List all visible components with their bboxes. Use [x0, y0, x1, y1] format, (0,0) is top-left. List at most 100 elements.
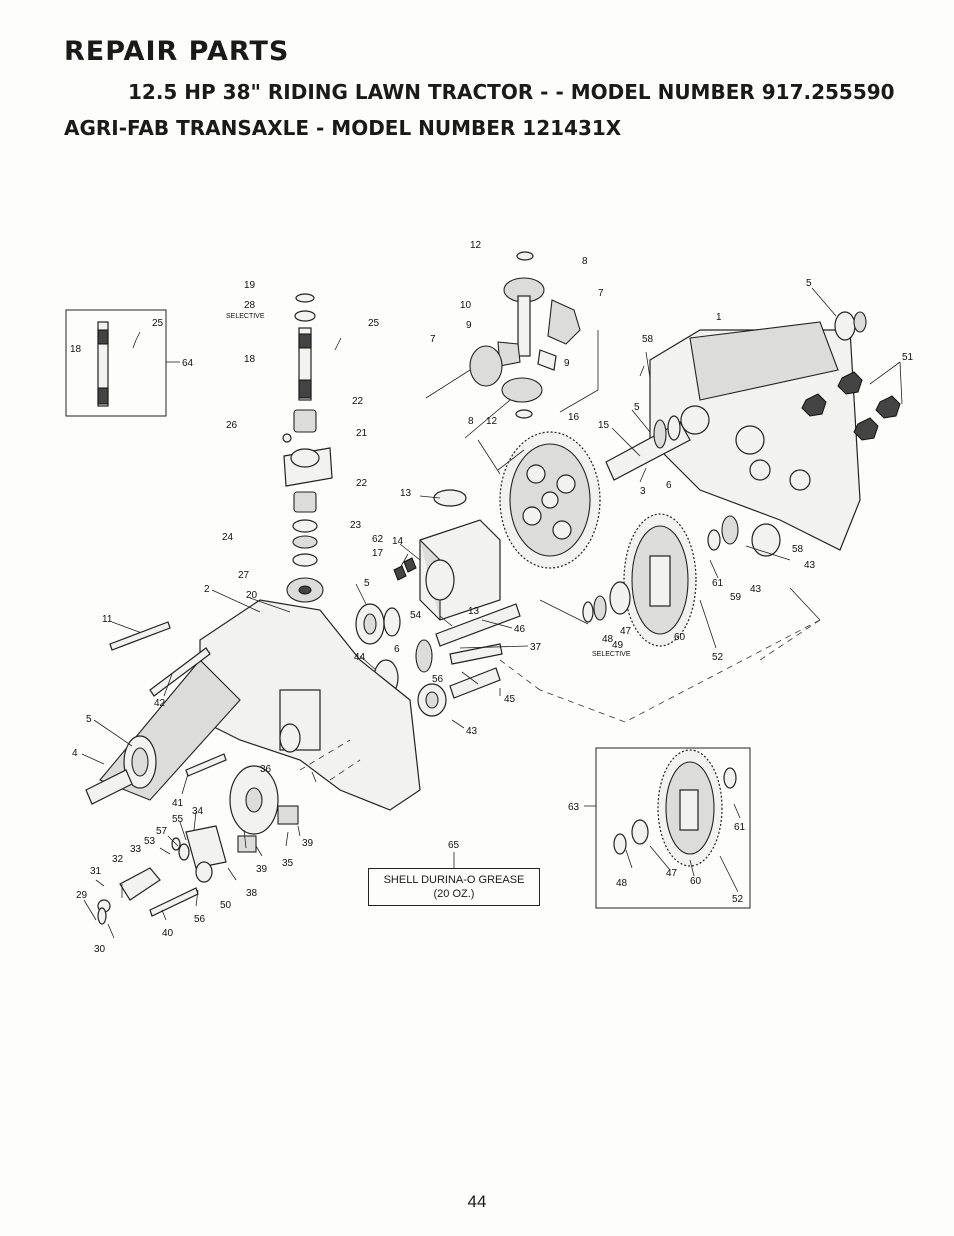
label-9b: 9: [564, 358, 570, 369]
label-22b: 22: [356, 478, 368, 489]
label-46: 46: [514, 624, 526, 635]
label-37: 37: [530, 642, 542, 653]
label-2: 2: [204, 584, 210, 595]
label-6a: 6: [666, 480, 672, 491]
page-number: 44: [467, 1192, 487, 1211]
label-47a: 47: [620, 626, 632, 637]
shafts-46-37-45: [415, 603, 521, 699]
label-29: 29: [76, 890, 88, 901]
label-14: 14: [392, 536, 404, 547]
label-60b: 60: [690, 876, 702, 887]
label-38: 38: [246, 888, 258, 899]
bevel-gear-set: [469, 251, 581, 419]
label-5a: 5: [806, 278, 812, 289]
center-shaft-stack: [282, 293, 333, 622]
label-52a: 52: [712, 652, 724, 663]
label-4: 4: [72, 748, 78, 759]
label-64: 64: [182, 358, 194, 369]
label-51: 51: [902, 352, 914, 363]
label-26: 26: [226, 420, 238, 431]
nuts-51: [801, 371, 901, 441]
label-36: 36: [260, 764, 272, 775]
label-47b: 47: [666, 868, 678, 879]
label-18b: 18: [244, 354, 256, 365]
label-8a: 8: [582, 256, 588, 267]
label-39a: 39: [302, 838, 314, 849]
label-5b: 5: [634, 402, 640, 413]
label-7b: 7: [430, 334, 436, 345]
label-30: 30: [94, 944, 106, 955]
label-57: 57: [156, 826, 168, 837]
label-17: 17: [372, 548, 384, 559]
label-58a: 58: [642, 334, 654, 345]
label-43a: 43: [804, 560, 816, 571]
label-28: 28: [244, 300, 256, 311]
label-56b: 56: [194, 914, 206, 925]
label-39b: 39: [256, 864, 268, 875]
label-16: 16: [568, 412, 580, 423]
label-11: 11: [102, 614, 113, 625]
label-15: 15: [598, 420, 610, 431]
label-61b: 61: [734, 822, 746, 833]
label-62: 62: [372, 534, 384, 545]
label-1: 1: [716, 312, 722, 323]
label-65: 65: [448, 840, 460, 851]
label-43b: 43: [750, 584, 762, 595]
gear-housing-14: [393, 489, 501, 621]
label-60a: 60: [674, 632, 686, 643]
label-50: 50: [220, 900, 232, 911]
label-31: 31: [90, 866, 102, 877]
label-41: 41: [172, 798, 184, 809]
label-27: 27: [238, 570, 250, 581]
label-selective-28: SELECTIVE: [226, 313, 265, 320]
label-54: 54: [410, 610, 422, 621]
label-48b: 48: [616, 878, 628, 889]
label-10: 10: [460, 300, 472, 311]
label-18a: 18: [70, 344, 82, 355]
label-52b: 52: [732, 894, 744, 905]
grease-callout-box: SHELL DURINA-O GREASE (20 OZ.): [368, 868, 540, 906]
label-48a: 48: [602, 634, 614, 645]
label-21: 21: [356, 428, 368, 439]
large-gear-16: [499, 431, 601, 569]
label-24: 24: [222, 532, 234, 543]
inset-gear-63: [613, 749, 737, 867]
label-9a: 9: [466, 320, 472, 331]
label-40: 40: [162, 928, 174, 939]
label-35: 35: [282, 858, 294, 869]
label-5d: 5: [86, 714, 92, 725]
label-20: 20: [246, 590, 258, 601]
label-53: 53: [144, 836, 156, 847]
label-55: 55: [172, 814, 184, 825]
label-63: 63: [568, 802, 580, 813]
label-selective-49: SELECTIVE: [592, 651, 631, 658]
label-49: 49: [612, 640, 624, 651]
label-23: 23: [350, 520, 362, 531]
label-12b: 12: [486, 416, 498, 427]
brake-assembly: [97, 765, 299, 925]
label-43c: 43: [466, 726, 478, 737]
label-22a: 22: [352, 396, 364, 407]
part-labels: 1 2 3 4 5 5 5 5 6 6 7 7 8 8 9 9 10 11 12…: [70, 240, 914, 955]
transaxle-subtitle: AGRI-FAB TRANSAXLE - MODEL NUMBER 121431…: [64, 116, 622, 140]
bolts-11-42: [109, 621, 227, 777]
label-5c: 5: [364, 578, 370, 589]
axle-shaft-inset: [97, 321, 109, 407]
label-8b: 8: [468, 416, 474, 427]
label-13b: 13: [468, 606, 480, 617]
label-59: 59: [730, 592, 742, 603]
transaxle-case-right: [649, 311, 867, 551]
label-33: 33: [130, 844, 142, 855]
page-title: REPAIR PARTS: [64, 36, 290, 67]
label-56a: 56: [432, 674, 444, 685]
output-gear-52: [582, 513, 781, 647]
label-58b: 58: [792, 544, 804, 555]
label-7a: 7: [598, 288, 604, 299]
label-12a: 12: [470, 240, 482, 251]
label-44: 44: [354, 652, 366, 663]
shaft-15: [605, 415, 691, 481]
label-34: 34: [192, 806, 204, 817]
label-3: 3: [640, 486, 646, 497]
label-42: 42: [154, 698, 166, 709]
